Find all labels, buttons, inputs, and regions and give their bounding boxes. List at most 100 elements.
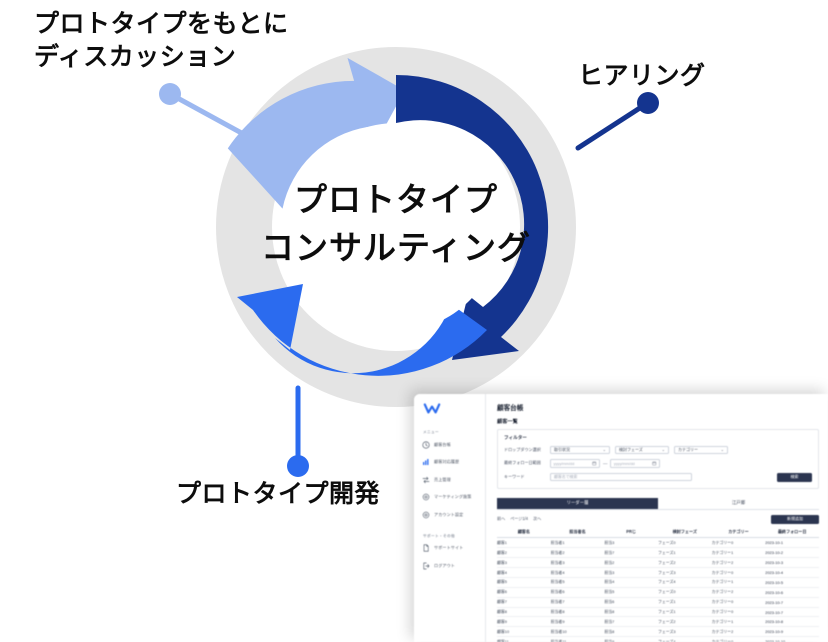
cell-rep-name: 担当者4 bbox=[550, 567, 605, 578]
cell-customer-name: 顧客4 bbox=[497, 567, 551, 578]
filter-row-dropdowns: ドロップダウン選択 取引状況 ⌄ 検討フェーズ ⌄ カテゴリー ⌄ bbox=[504, 445, 812, 454]
document-icon bbox=[422, 544, 430, 552]
cell-phase: フェーズ3 bbox=[657, 567, 712, 578]
cell-last-follow: 2023-10-7 bbox=[765, 607, 819, 618]
cell-customer-name: 顧客9 bbox=[497, 616, 551, 628]
cell-pr: 担当9 bbox=[604, 636, 658, 642]
cell-last-follow: 2023-10-7 bbox=[765, 597, 819, 608]
bar-chart-icon bbox=[422, 458, 430, 466]
filter-row-keyword: キーワード 顧客名で検索 検索 bbox=[504, 472, 812, 482]
callout-label-development: プロトタイプ開発 bbox=[176, 480, 381, 508]
sidebar-item-logout[interactable]: ログアウト bbox=[422, 561, 480, 570]
cell-last-follow: 2023-10-1 bbox=[765, 537, 819, 549]
pagination-page-indicator: ページ1/4 bbox=[510, 516, 529, 521]
sidebar-item-label: ログアウト bbox=[434, 562, 455, 568]
pagination-prev-button[interactable]: 前へ bbox=[497, 516, 506, 521]
search-input[interactable]: 顧客名で検索 bbox=[550, 472, 692, 482]
cell-customer-name: 顧客3 bbox=[497, 557, 551, 569]
cell-category: カテゴリー1 bbox=[711, 547, 766, 559]
select-category-value: カテゴリー bbox=[678, 446, 698, 452]
search-button[interactable]: 検索 bbox=[777, 472, 812, 482]
cell-rep-name: 担当者6 bbox=[550, 587, 605, 598]
cell-customer-name: 顧客11 bbox=[497, 636, 551, 642]
filter-panel-title: フィルター bbox=[504, 435, 527, 440]
sidebar-item-account-settings[interactable]: アカウント設定 bbox=[422, 510, 480, 519]
cell-pr: 担当3 bbox=[604, 537, 658, 549]
cell-last-follow: 2023-10-10 bbox=[765, 636, 819, 642]
app-main-content: 顧客台帳 顧客一覧 フィルター ドロップダウン選択 取引状況 ⌄ 検討フェーズ … bbox=[486, 394, 828, 642]
connector-development bbox=[287, 385, 309, 477]
connector-dot-development bbox=[287, 455, 309, 477]
select-status[interactable]: 取引状況 ⌄ bbox=[550, 445, 610, 454]
chevron-down-icon: ⌄ bbox=[720, 447, 724, 453]
cell-category: カテゴリー2 bbox=[711, 587, 766, 598]
connector-hearing bbox=[575, 92, 659, 151]
cell-customer-name: 顧客7 bbox=[497, 597, 551, 608]
filter-row-date-range: 最終フォロー日範囲 yyyy/mm/dd — yyyy/mm/dd bbox=[504, 459, 812, 468]
cell-category: カテゴリー2 bbox=[711, 626, 766, 638]
column-header-last-follow: 最終フォロー日 bbox=[765, 527, 819, 539]
cell-rep-name: 担当者1 bbox=[550, 537, 605, 549]
cell-phase: フェーズ4 bbox=[657, 636, 712, 642]
cell-phase: フェーズ1 bbox=[657, 607, 712, 618]
select-category[interactable]: カテゴリー ⌄ bbox=[674, 445, 728, 454]
sidebar-item-label: 顧客対応履歴 bbox=[434, 459, 460, 464]
cell-phase: フェーズ2 bbox=[657, 616, 712, 628]
tab-edo-go[interactable]: 江戸郷 bbox=[658, 497, 819, 509]
cell-customer-name: 顧客1 bbox=[497, 537, 551, 549]
sidebar-item-label: アカウント設定 bbox=[434, 511, 464, 517]
cell-last-follow: 2023-10-3 bbox=[765, 557, 819, 569]
sidebar-item-customer-ledger[interactable]: 顧客台帳 bbox=[422, 440, 480, 449]
sidebar-item-label: サポートサイト bbox=[434, 545, 464, 550]
cell-phase: フェーズ4 bbox=[657, 577, 712, 588]
app-sidebar: メニュー 顧客台帳 顧客対応履歴 売上管理 bbox=[414, 394, 486, 642]
cell-category: カテゴリー0 bbox=[711, 537, 766, 549]
sidebar-item-customer-history[interactable]: 顧客対応履歴 bbox=[422, 458, 480, 467]
cell-pr: 担当6 bbox=[604, 597, 658, 608]
cell-rep-name: 担当者3 bbox=[550, 557, 605, 569]
logout-icon bbox=[422, 562, 430, 570]
cell-rep-name: 担当者7 bbox=[550, 597, 605, 608]
add-new-button[interactable]: 新規追加 bbox=[771, 514, 819, 524]
cell-category: カテゴリー0 bbox=[711, 597, 766, 608]
cell-category: カテゴリー0 bbox=[711, 636, 766, 642]
cell-customer-name: 顧客10 bbox=[497, 626, 551, 638]
sidebar-item-support-site[interactable]: サポートサイト bbox=[422, 544, 480, 553]
sidebar-item-marketing[interactable]: マーケティング施策 bbox=[422, 493, 480, 502]
sidebar-section-menu-label: メニュー bbox=[423, 430, 439, 434]
tab-leader-tier[interactable]: リーダー層 bbox=[497, 497, 658, 509]
column-header-pr: PRじ bbox=[604, 527, 658, 539]
cell-pr: 担当7 bbox=[604, 547, 658, 559]
cell-phase: フェーズ0 bbox=[657, 587, 712, 598]
date-to-input[interactable]: yyyy/mm/dd bbox=[610, 459, 661, 468]
cell-category: カテゴリー1 bbox=[711, 616, 766, 628]
pagination-row: 前へ ページ1/4 次へ 新規追加 bbox=[497, 514, 819, 524]
sidebar-item-label: マーケティング施策 bbox=[434, 494, 472, 499]
date-from-input[interactable]: yyyy/mm/dd bbox=[550, 459, 600, 468]
cell-rep-name: 担当者11 bbox=[550, 636, 605, 642]
select-phase[interactable]: 検討フェーズ ⌄ bbox=[615, 445, 669, 454]
pagination-next-button[interactable]: 次へ bbox=[533, 516, 542, 521]
app-screenshot-window: メニュー 顧客台帳 顧客対応履歴 売上管理 bbox=[414, 394, 828, 642]
cell-category: カテゴリー2 bbox=[711, 557, 766, 569]
cell-pr: 担当4 bbox=[604, 577, 658, 588]
cell-customer-name: 顧客5 bbox=[497, 577, 551, 588]
cell-last-follow: 2023-10-6 bbox=[765, 587, 819, 598]
cell-last-follow: 2023-10-8 bbox=[765, 616, 819, 628]
cell-pr: 担当7 bbox=[604, 616, 658, 628]
sidebar-item-sales[interactable]: 売上管理 bbox=[422, 475, 480, 484]
select-status-value: 取引状況 bbox=[554, 446, 570, 452]
